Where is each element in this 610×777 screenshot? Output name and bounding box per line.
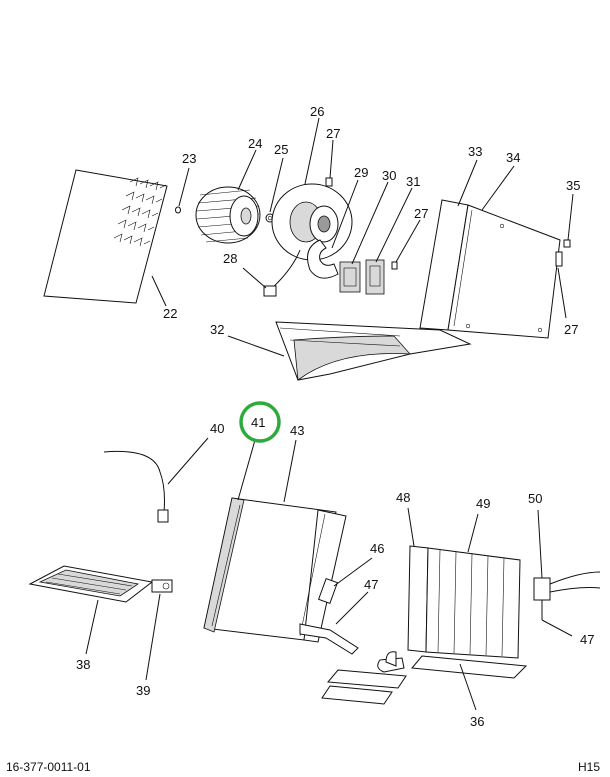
callout-27: 27 (414, 206, 428, 221)
sheet-code: H15 (578, 760, 600, 774)
part-evaporator-48[interactable] (407, 545, 429, 653)
part-lower-duct[interactable] (275, 321, 472, 381)
part-screw-35[interactable] (563, 239, 571, 248)
callout-30: 30 (382, 168, 396, 183)
callout-labels: 22 23 24 25 26 27 28 29 30 31 27 33 34 3… (76, 104, 594, 729)
leader-lines-lower (85, 437, 573, 711)
callout-26: 26 (310, 104, 324, 119)
part-expansion-valve[interactable] (533, 571, 601, 620)
part-resistor-31[interactable] (365, 259, 385, 295)
callout-40: 40 (210, 421, 224, 436)
callout-49: 49 (476, 496, 490, 511)
leader-lines-upper (151, 117, 574, 357)
callout-29: 29 (354, 165, 368, 180)
part-seal-36[interactable] (321, 655, 528, 705)
part-evaporator-49[interactable] (377, 547, 521, 673)
part-screw-23[interactable] (175, 206, 181, 214)
callout-28: 28 (223, 251, 237, 266)
part-blower-motor[interactable] (263, 183, 353, 297)
part-clip-27[interactable] (555, 251, 563, 267)
callout-47: 47 (364, 577, 378, 592)
part-hose-elbow[interactable] (307, 239, 339, 279)
highlight-circle (239, 401, 281, 443)
callout-36: 36 (470, 714, 484, 729)
part-wire-harness[interactable] (103, 450, 169, 523)
part-heater-core[interactable] (203, 497, 347, 643)
part-blower-wheel[interactable] (195, 186, 261, 244)
part-hose-fitting-46[interactable] (317, 577, 339, 605)
callout-43: 43 (290, 423, 304, 438)
part-resistor-30[interactable] (339, 261, 361, 293)
callout-35: 35 (566, 178, 580, 193)
part-access-panel[interactable] (28, 565, 154, 603)
part-screw-27-a[interactable] (325, 177, 333, 187)
callout-31: 31 (406, 174, 420, 189)
callout-23: 23 (182, 151, 196, 166)
callout-39: 39 (136, 683, 150, 698)
callout-33: 33 (468, 144, 482, 159)
part-clamp-47[interactable] (299, 623, 359, 655)
part-housing-34[interactable] (447, 204, 561, 339)
callout-48: 48 (396, 490, 410, 505)
callout-27: 27 (564, 322, 578, 337)
callout-41: 41 (251, 415, 265, 430)
callout-46: 46 (370, 541, 384, 556)
callout-32: 32 (210, 322, 224, 337)
part-filter-panel[interactable] (43, 169, 168, 304)
drawing-number: 16-377-0011-01 (6, 760, 91, 774)
part-latch[interactable] (151, 579, 173, 593)
callout-50: 50 (528, 491, 542, 506)
callout-34: 34 (506, 150, 520, 165)
callout-27: 27 (326, 126, 340, 141)
callout-38: 38 (76, 657, 90, 672)
part-screw-27-b[interactable] (391, 261, 398, 270)
callout-25: 25 (274, 142, 288, 157)
callout-47: 47 (580, 632, 594, 647)
callout-22: 22 (163, 306, 177, 321)
callout-24: 24 (248, 136, 262, 151)
